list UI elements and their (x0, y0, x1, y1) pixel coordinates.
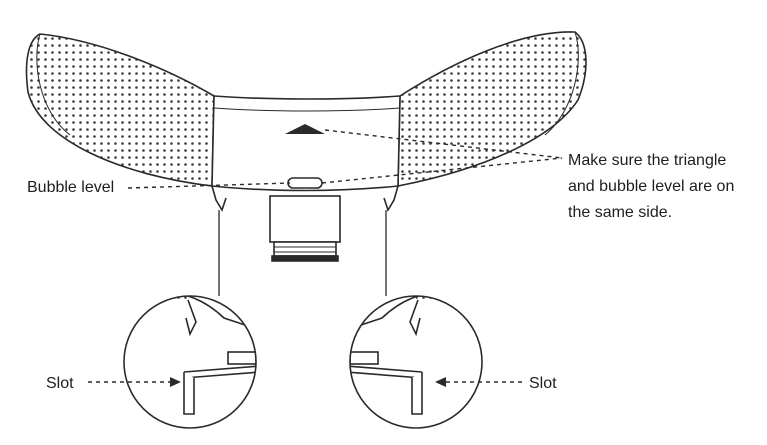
note-line-3: the same side. (568, 204, 673, 221)
right-wing (397, 31, 587, 187)
access-point-body (25, 31, 587, 296)
leader-bubble-right (321, 157, 563, 184)
mount-stem (269, 195, 341, 243)
alignment-note: Make sure the triangle and bubble level … (568, 148, 734, 226)
slot-label-left: Slot (46, 375, 74, 392)
note-line-2: and bubble level are on (568, 178, 735, 195)
bubble-level-label: Bubble level (27, 179, 115, 196)
leader-bubble-level (127, 182, 291, 189)
triangle-icon (285, 124, 325, 134)
slot-label-right: Slot (529, 375, 557, 392)
right-hook (383, 185, 399, 212)
leader-lines (88, 129, 563, 383)
zoom-detail-left (123, 295, 257, 429)
zoom-detail-right (349, 295, 483, 429)
center-panel (211, 95, 401, 192)
left-wing (25, 33, 215, 187)
left-hook (211, 185, 227, 212)
note-line-1: Make sure the triangle (568, 152, 727, 169)
bubble-level-mark (287, 177, 323, 189)
arrow-slot-left-icon (170, 377, 181, 387)
arrow-slot-right-icon (435, 377, 446, 387)
